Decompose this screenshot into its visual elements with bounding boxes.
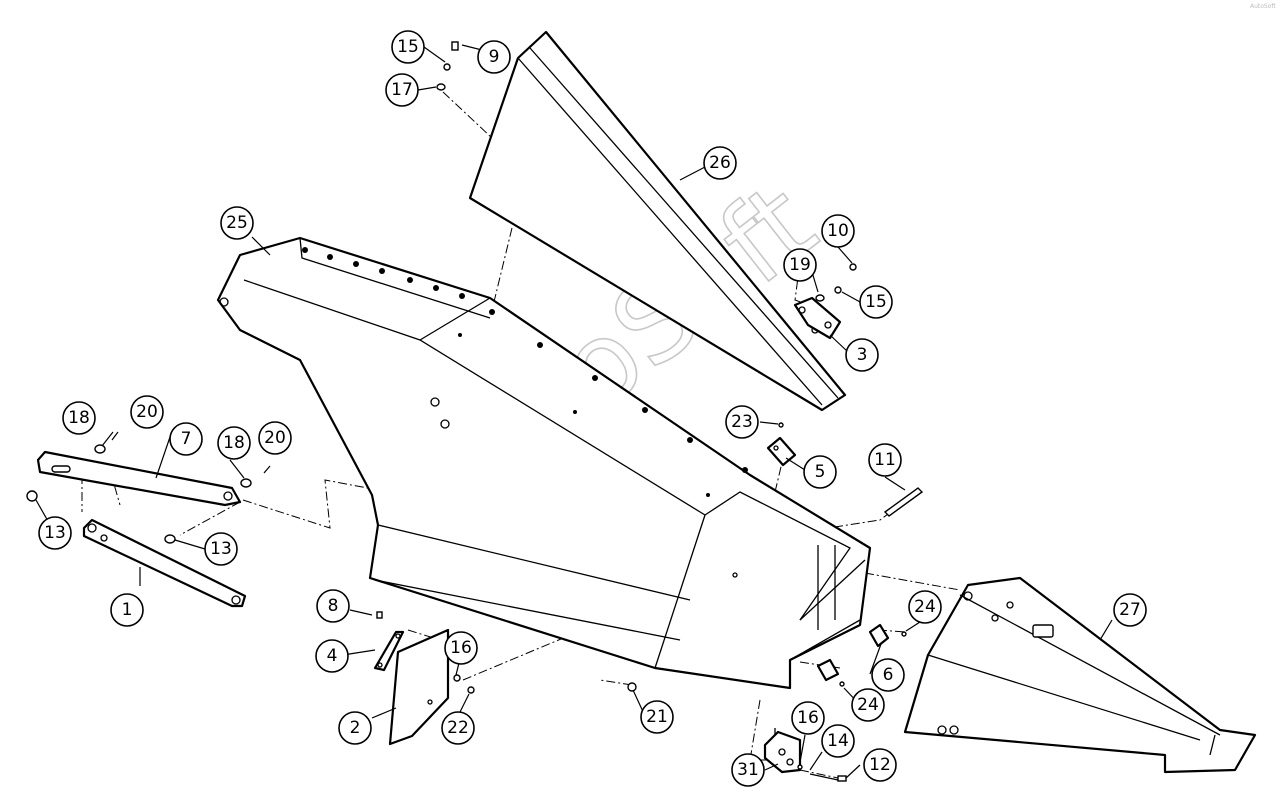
corner-mark: AutoSoft <box>1250 3 1276 10</box>
callout-23-label: 23 <box>731 412 753 432</box>
callout-7-label: 7 <box>181 429 192 449</box>
callout-31: 31 <box>731 753 765 787</box>
part-3-bracket <box>793 296 842 340</box>
callout-19: 19 <box>783 248 817 282</box>
callout-6-label: 6 <box>883 665 894 685</box>
callout-16a: 16 <box>444 631 478 665</box>
callout-12-label: 12 <box>869 755 891 775</box>
callout-18a: 18 <box>62 401 96 435</box>
callout-31-label: 31 <box>737 760 759 780</box>
callout-15b: 15 <box>859 285 893 319</box>
callout-1-label: 1 <box>122 600 133 620</box>
part-6-pads <box>816 623 890 682</box>
callout-10: 10 <box>821 214 855 248</box>
leader-lines <box>35 44 1113 779</box>
callout-18a-label: 18 <box>68 408 90 428</box>
callout-13a: 13 <box>38 516 72 550</box>
callout-24a: 24 <box>908 590 942 624</box>
callout-21-label: 21 <box>646 707 668 727</box>
part-25-main-frame <box>216 236 872 690</box>
part-31-hinge <box>763 728 802 774</box>
part-5-plate <box>766 436 797 467</box>
part-26-divider-panel <box>468 30 847 412</box>
hardware-items <box>26 41 924 782</box>
part-27-rear-cone <box>903 576 1257 774</box>
callout-26-label: 26 <box>709 153 731 173</box>
callout-16a-label: 16 <box>450 638 472 658</box>
part-7-link-arm <box>36 450 242 507</box>
callout-3: 3 <box>845 338 879 372</box>
callout-18b-label: 18 <box>223 433 245 453</box>
callout-3-label: 3 <box>857 345 868 365</box>
callout-25-label: 25 <box>226 213 248 233</box>
callout-27-label: 27 <box>1119 600 1141 620</box>
callout-5-label: 5 <box>815 462 826 482</box>
callout-15b-label: 15 <box>865 292 887 312</box>
callout-16b: 16 <box>791 701 825 735</box>
callout-13b: 13 <box>204 532 238 566</box>
callout-22-label: 22 <box>447 718 469 738</box>
callout-14: 14 <box>821 724 855 758</box>
callout-20b: 20 <box>258 421 292 455</box>
callout-9: 9 <box>477 40 511 74</box>
callout-27: 27 <box>1113 593 1147 627</box>
callout-17-label: 17 <box>391 80 413 100</box>
part-1-link-arm <box>82 518 247 608</box>
frame-bolt-heads <box>302 247 748 497</box>
callout-13b-label: 13 <box>210 539 232 559</box>
callout-21: 21 <box>640 700 674 734</box>
callout-24b: 24 <box>851 688 885 722</box>
callout-20b-label: 20 <box>264 428 286 448</box>
callout-12: 12 <box>863 748 897 782</box>
callout-11-label: 11 <box>874 450 896 470</box>
callout-1: 1 <box>110 593 144 627</box>
callout-11: 11 <box>868 443 902 477</box>
callout-4: 4 <box>315 639 349 673</box>
callout-8-label: 8 <box>328 596 339 616</box>
callout-24a-label: 24 <box>914 597 936 617</box>
callout-4-label: 4 <box>327 646 338 666</box>
callout-7: 7 <box>169 422 203 456</box>
callout-2: 2 <box>338 711 372 745</box>
callout-13a-label: 13 <box>44 523 66 543</box>
callout-15a-label: 15 <box>397 37 419 57</box>
part-4-strap <box>373 630 405 672</box>
callout-8: 8 <box>316 589 350 623</box>
callout-5: 5 <box>803 455 837 489</box>
callout-14-label: 14 <box>827 731 849 751</box>
callout-17: 17 <box>385 73 419 107</box>
callout-18b: 18 <box>217 426 251 460</box>
callout-16b-label: 16 <box>797 708 819 728</box>
callout-23: 23 <box>725 405 759 439</box>
callout-10-label: 10 <box>827 221 849 241</box>
callout-26: 26 <box>703 146 737 180</box>
callout-15a: 15 <box>391 30 425 64</box>
callout-24b-label: 24 <box>857 695 879 715</box>
callout-22: 22 <box>441 711 475 745</box>
callout-25: 25 <box>220 206 254 240</box>
callout-19-label: 19 <box>789 255 811 275</box>
callout-20a: 20 <box>130 395 164 429</box>
callout-2-label: 2 <box>350 718 361 738</box>
callout-9-label: 9 <box>489 47 500 67</box>
part-2-side-plate <box>388 628 450 746</box>
callout-20a-label: 20 <box>136 402 158 422</box>
callout-6: 6 <box>871 658 905 692</box>
